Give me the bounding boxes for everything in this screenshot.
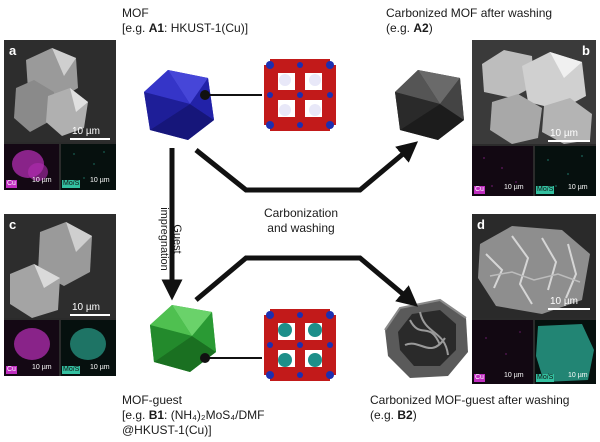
label-carbonized-mof-guest: Carbonized MOF-guest after washing (e.g.… xyxy=(370,393,569,423)
mof-guest-framework-icon xyxy=(264,309,336,381)
mof-guest-example-post: : (NH₄)₂MoS₄/DMF xyxy=(164,408,265,422)
mof-example-pre: [e.g. xyxy=(122,21,149,35)
sem-image-a xyxy=(4,40,116,142)
carbonized-mof-guest-example-post: ) xyxy=(412,408,417,422)
panel-c-eds-scale-left: 10 µm xyxy=(32,364,52,371)
panel-b-scalebar xyxy=(548,140,590,142)
panel-c-eds-scale-right: 10 µm xyxy=(90,364,110,371)
label-mof-guest: MOF-guest [e.g. B1: (NH₄)₂MoS₄/DMF @HKUS… xyxy=(122,393,264,438)
panel-a: a 10 µm 10 µm 10 µm Cu Mo/S xyxy=(4,40,116,190)
panel-c-letter: c xyxy=(9,217,17,232)
arrow-carbonization-bottom xyxy=(194,255,419,307)
panel-c-tag-mo: Mo/S xyxy=(62,366,81,374)
panel-d-tag-cu: Cu xyxy=(474,374,485,382)
mof-guest-example-pre: [e.g. xyxy=(122,408,149,422)
mof-example-bold: A1 xyxy=(148,21,165,35)
label-carbonization: Carbonization and washing xyxy=(244,206,358,236)
carbonized-mof-icon xyxy=(395,70,464,140)
panel-a-scalebar xyxy=(70,138,110,140)
panel-a-eds-scale-left: 10 µm xyxy=(32,177,52,184)
panel-b: b 10 µm 10 µm 10 µm Cu Mo/S xyxy=(472,40,596,196)
panel-a-tag-mo: Mo/S xyxy=(62,180,81,188)
panel-a-eds-scale-right: 10 µm xyxy=(90,177,110,184)
panel-c: c 10 µm 10 µm 10 µm Cu Mo/S xyxy=(4,214,116,376)
sem-image-c xyxy=(4,214,116,318)
mof-octahedron-icon xyxy=(144,70,214,140)
panel-a-tag-cu: Cu xyxy=(6,180,17,188)
panel-d: d 10 µm 10 µm 10 µm Cu Mo/S xyxy=(472,214,596,384)
mof-guest-example-line3: @HKUST-1(Cu)] xyxy=(122,423,212,437)
sem-image-d xyxy=(472,214,596,318)
arrow-carbonization-top xyxy=(194,141,419,193)
eds-map-a xyxy=(4,144,116,190)
guest-impregnation-line2: impregnation xyxy=(158,207,170,271)
panel-b-tag-cu: Cu xyxy=(474,186,485,194)
mof-guest-title: MOF-guest xyxy=(122,393,183,407)
mof-framework-icon xyxy=(264,59,336,131)
label-guest-impregnation: Guest impregnation xyxy=(153,189,183,289)
carbonized-mof-guest-example-pre: (e.g. xyxy=(370,408,398,422)
panel-d-eds-scale-right: 10 µm xyxy=(568,372,588,379)
carbonized-mof-example: (e.g. A2) xyxy=(386,21,552,36)
panel-d-scale: 10 µm xyxy=(550,296,578,307)
carbonized-mof-example-post: ) xyxy=(428,21,433,35)
panel-b-letter: b xyxy=(582,43,590,58)
mof-guest-example: [e.g. B1: (NH₄)₂MoS₄/DMF xyxy=(122,408,264,423)
mof-guest-octahedron-icon xyxy=(150,305,216,372)
carbonization-line1: Carbonization xyxy=(263,206,339,220)
guest-impregnation-line1: Guest xyxy=(171,224,183,254)
carbonized-mof-guest-example-bold: B2 xyxy=(397,408,413,422)
carbonized-mof-example-bold: A2 xyxy=(413,21,429,35)
panel-d-letter: d xyxy=(477,217,485,232)
carbonized-mof-guest-example: (e.g. B2) xyxy=(370,408,569,423)
connector-dot xyxy=(200,90,210,100)
carbonized-mof-title: Carbonized MOF after washing xyxy=(386,6,553,20)
mof-example: [e.g. A1: HKUST-1(Cu)] xyxy=(122,21,248,36)
eds-map-d xyxy=(472,320,596,384)
panel-a-scale: 10 µm xyxy=(72,126,100,137)
carbonization-line2: and washing xyxy=(267,221,335,235)
panel-d-tag-mo: Mo/S xyxy=(536,374,555,382)
panel-d-eds-scale-left: 10 µm xyxy=(504,372,524,379)
label-mof: MOF [e.g. A1: HKUST-1(Cu)] xyxy=(122,6,248,36)
carbonized-mof-guest-icon xyxy=(384,298,468,378)
mof-title: MOF xyxy=(122,6,149,20)
mof-guest-example-bold: B1 xyxy=(148,408,165,422)
carbonized-mof-guest-title: Carbonized MOF-guest after washing xyxy=(370,393,570,407)
panel-a-letter: a xyxy=(9,43,17,58)
panel-c-tag-cu: Cu xyxy=(6,366,17,374)
panel-b-eds-scale-left: 10 µm xyxy=(504,184,524,191)
panel-b-scale: 10 µm xyxy=(550,128,578,139)
label-carbonized-mof: Carbonized MOF after washing (e.g. A2) xyxy=(386,6,552,36)
panel-c-scale: 10 µm xyxy=(72,302,100,313)
connector-dot-guest xyxy=(200,353,210,363)
panel-c-scalebar xyxy=(70,314,110,316)
panel-d-scalebar xyxy=(548,308,590,310)
panel-b-eds-scale-right: 10 µm xyxy=(568,184,588,191)
carbonized-mof-example-pre: (e.g. xyxy=(386,21,414,35)
panel-b-tag-mo: Mo/S xyxy=(536,186,555,194)
mof-example-post: : HKUST-1(Cu)] xyxy=(164,21,249,35)
sem-image-b xyxy=(472,40,596,144)
